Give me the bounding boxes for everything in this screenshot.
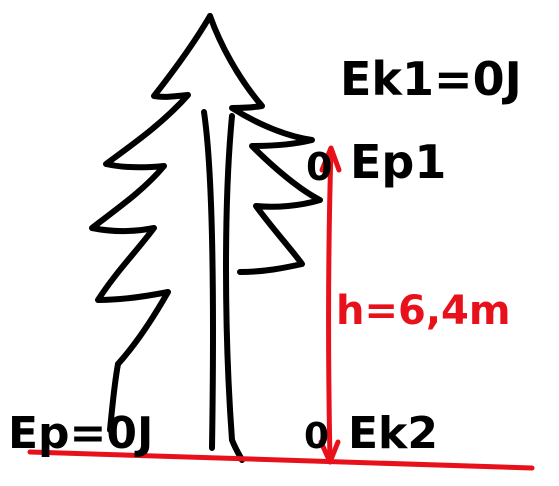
height-label: h=6,4m: [336, 288, 511, 334]
tree-outline: [89, 13, 323, 463]
tree-trunk-right: [223, 113, 245, 463]
kinetic-energy-top-label: Ek1=0J: [340, 52, 522, 106]
ground-line: [27, 449, 535, 471]
tree-bottom-left: [107, 361, 121, 433]
height-arrow-top-head: [319, 145, 342, 173]
tree-trunk-left: [201, 109, 217, 451]
potential-energy-top-label: Ep1: [350, 135, 446, 189]
height-arrow-shaft: [326, 147, 334, 465]
height-arrow: [318, 145, 342, 465]
ground-potential-energy-label: Ep=0J: [8, 408, 153, 459]
top-point-marker: 0: [306, 145, 332, 189]
tree-right-edge: [207, 13, 323, 275]
height-arrow-bottom-head: [318, 439, 341, 465]
kinetic-energy-bottom-label: Ek2: [348, 408, 438, 459]
bottom-point-marker: 0: [304, 416, 329, 457]
tree-left-edge: [89, 13, 213, 367]
